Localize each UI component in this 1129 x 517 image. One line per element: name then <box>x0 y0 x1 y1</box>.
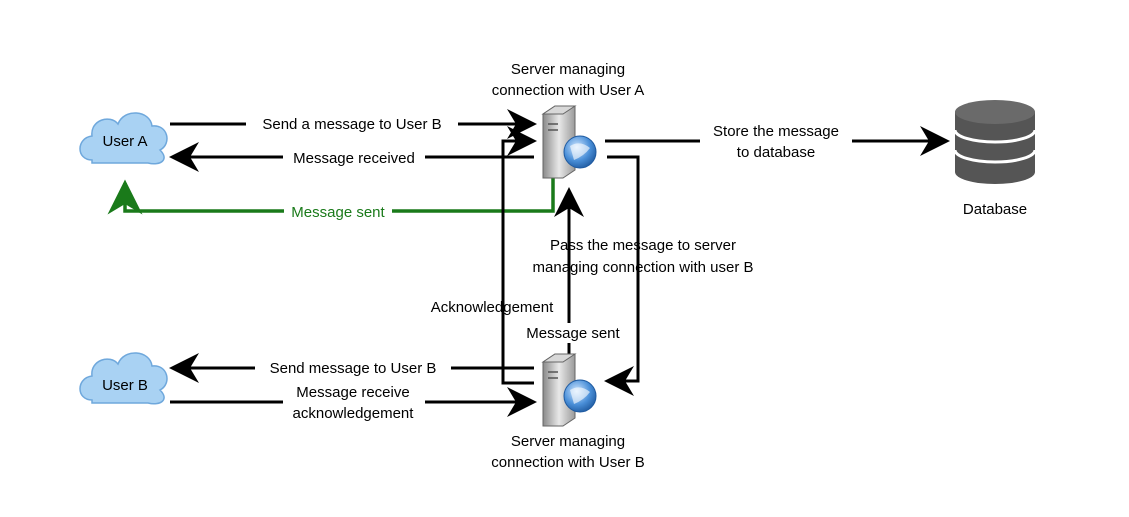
edge-label-receive-ack-line2: acknowledgement <box>293 405 415 422</box>
node-user-b: User B <box>79 352 168 405</box>
database-label: Database <box>963 201 1027 218</box>
server-b-label-line2: connection with User B <box>491 454 644 471</box>
edge-label-acknowledgement: Acknowledgement <box>431 299 554 316</box>
edge-label-store-line2: to database <box>737 144 815 161</box>
cloud-icon <box>79 112 168 165</box>
database-icon <box>953 100 1037 184</box>
server-b-label-line1: Server managing <box>511 433 625 450</box>
user-a-label: User A <box>102 133 147 150</box>
edge-message-received: Message received <box>169 142 534 172</box>
server-a-label-line2: connection with User A <box>492 82 645 99</box>
node-database: Database <box>953 100 1037 218</box>
server-icon <box>541 105 597 179</box>
cloud-icon <box>79 352 168 405</box>
edge-label-send-message-to-user-b: Send message to User B <box>270 360 437 377</box>
node-user-a: User A <box>79 112 168 165</box>
edge-label-send-to-user-b: Send a message to User B <box>262 116 441 133</box>
edge-message-receive-ack: Message receive acknowledgement <box>170 382 537 424</box>
edge-send-to-user-b: Send a message to User B <box>170 109 537 139</box>
edge-label-pass-line1: Pass the message to server <box>550 237 736 254</box>
server-a-label-line1: Server managing <box>511 61 625 78</box>
edge-label-receive-ack-line1: Message receive <box>296 384 409 401</box>
edge-label-message-received: Message received <box>293 150 415 167</box>
edge-message-sent-up: Message sent <box>517 187 629 360</box>
edge-message-sent-green: Message sent <box>107 178 555 222</box>
edge-send-message-to-user-b: Send message to User B <box>169 353 534 383</box>
edge-store-to-database: Store the message to database <box>605 120 950 164</box>
user-b-label: User B <box>102 377 148 394</box>
node-server-a: Server managing connection with User A <box>492 61 645 179</box>
edge-label-message-sent-green: Message sent <box>291 204 385 221</box>
server-icon <box>541 353 597 427</box>
edge-label-store-line1: Store the message <box>713 123 839 140</box>
node-server-b: Server managing connection with User B <box>491 353 645 471</box>
edge-pass-to-server-b: Pass the message to server managing conn… <box>533 155 754 396</box>
edge-acknowledgement: Acknowledgement <box>431 126 554 385</box>
edge-label-pass-line2: managing connection with user B <box>533 259 754 276</box>
edge-label-message-sent-b: Message sent <box>526 325 620 342</box>
